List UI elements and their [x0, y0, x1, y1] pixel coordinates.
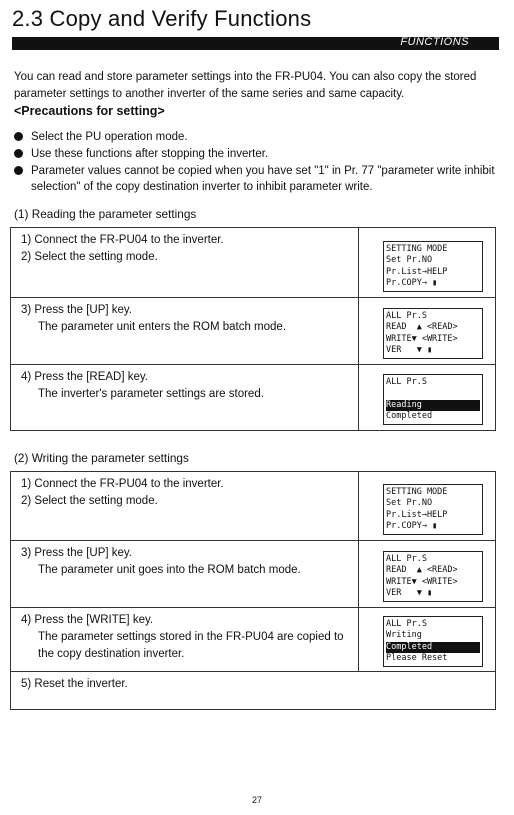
- lcd-display: ALL Pr.S READ ▲ <READ> WRITE▼ <WRITE> VE…: [383, 308, 483, 360]
- lcd-display: SETTING MODE Set Pr.NO Pr.List→HELP Pr.C…: [383, 484, 483, 536]
- reading-step-row: 4) Press the [READ] key. The inverter's …: [11, 364, 495, 430]
- precaution-item: Use these functions after stopping the i…: [14, 146, 500, 162]
- reading-step-row: 3) Press the [UP] key. The parameter uni…: [11, 297, 495, 364]
- step-text: 1) Connect the FR-PU04 to the inverter. …: [21, 234, 224, 263]
- bullet-dot-icon: [14, 149, 23, 158]
- writing-step-row: 1) Connect the FR-PU04 to the inverter. …: [11, 472, 495, 540]
- step-text: 3) Press the [UP] key. The parameter uni…: [21, 304, 287, 333]
- precaution-item: Select the PU operation mode.: [14, 129, 500, 145]
- bullet-dot-icon: [14, 132, 23, 141]
- step-text: 1) Connect the FR-PU04 to the inverter. …: [21, 478, 224, 507]
- page-number: 27: [251, 795, 262, 805]
- writing-step-row: 5) Reset the inverter.: [11, 671, 495, 709]
- lcd-display: ALL Pr.S Writing Completed Please Reset: [383, 616, 483, 668]
- precautions-heading: <Precautions for setting>: [14, 104, 165, 118]
- reading-steps-table: 1) Connect the FR-PU04 to the inverter. …: [10, 227, 496, 431]
- page-title: 2.3 Copy and Verify Functions: [12, 6, 312, 31]
- writing-step-row: 4) Press the [WRITE] key. The parameter …: [11, 607, 495, 671]
- intro-paragraph: You can read and store parameter setting…: [14, 71, 477, 100]
- section-band: FUNCTIONS: [12, 36, 499, 50]
- reading-section-title: (1) Reading the parameter settings: [14, 207, 197, 221]
- lcd-display: ALL Pr.S READ ▲ <READ> WRITE▼ <WRITE> VE…: [383, 551, 483, 603]
- writing-section-title: (2) Writing the parameter settings: [14, 451, 189, 465]
- step-text: 4) Press the [WRITE] key. The parameter …: [21, 614, 344, 660]
- lcd-display: ALL Pr.S Reading Completed: [383, 374, 483, 426]
- step-text: 4) Press the [READ] key. The inverter's …: [21, 371, 264, 400]
- lcd-display: SETTING MODE Set Pr.NO Pr.List→HELP Pr.C…: [383, 241, 483, 293]
- section-band-label: FUNCTIONS: [400, 36, 469, 48]
- step-text: 3) Press the [UP] key. The parameter uni…: [21, 547, 301, 576]
- step-text: 5) Reset the inverter.: [21, 678, 128, 690]
- reading-step-row: 1) Connect the FR-PU04 to the inverter. …: [11, 228, 495, 297]
- writing-steps-table: 1) Connect the FR-PU04 to the inverter. …: [10, 471, 496, 710]
- bullet-dot-icon: [14, 166, 23, 175]
- writing-step-row: 3) Press the [UP] key. The parameter uni…: [11, 540, 495, 607]
- precaution-item: Parameter values cannot be copied when y…: [14, 163, 498, 195]
